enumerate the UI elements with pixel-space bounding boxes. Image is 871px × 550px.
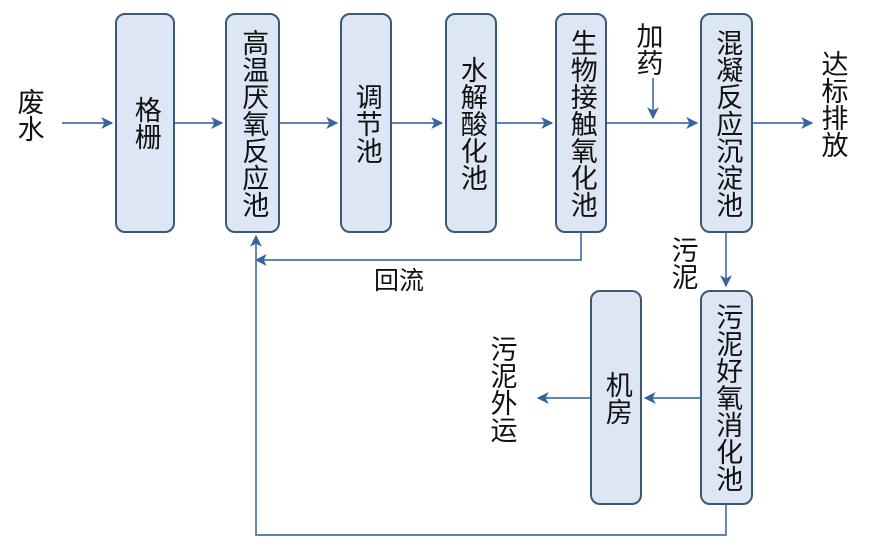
label-sludge: 污泥 — [667, 236, 698, 290]
connector-biocontact-return — [254, 233, 582, 266]
node-high-temp-anaerobic-reactor[interactable]: 高温厌氧反应池 — [225, 13, 280, 233]
node-machine-room-label: 机房 — [601, 370, 632, 425]
node-sludge-aerobic-digestion-tank-label: 污泥好氧消化池 — [712, 303, 743, 492]
connector-sludgedigest-return — [250, 234, 727, 536]
node-biological-contact-oxidation-tank[interactable]: 生物接触氧化池 — [555, 13, 607, 233]
label-effluent-discharge: 达标排放 — [817, 50, 848, 158]
label-influent: 废水 — [13, 88, 44, 142]
node-regulating-tank-label: 调节池 — [351, 82, 382, 164]
node-regulating-tank[interactable]: 调节池 — [340, 13, 392, 233]
label-dosing: 加药 — [632, 22, 663, 76]
node-hydrolysis-acidification-tank-label: 水解酸化池 — [456, 55, 487, 191]
node-coagulation-sedimentation-tank[interactable]: 混凝反应沉淀池 — [700, 13, 753, 233]
node-grille-label: 格栅 — [130, 96, 161, 150]
label-return-flow: 回流 — [374, 267, 425, 295]
node-high-temp-anaerobic-reactor-label: 高温厌氧反应池 — [238, 28, 269, 218]
node-grille[interactable]: 格栅 — [115, 13, 175, 233]
node-biological-contact-oxidation-tank-label: 生物接触氧化池 — [566, 28, 597, 218]
node-hydrolysis-acidification-tank[interactable]: 水解酸化池 — [445, 13, 497, 233]
node-coagulation-sedimentation-tank-label: 混凝反应沉淀池 — [712, 28, 743, 218]
node-sludge-aerobic-digestion-tank[interactable]: 污泥好氧消化池 — [700, 290, 753, 505]
label-sludge-transport-out: 污泥外运 — [486, 335, 517, 443]
node-machine-room[interactable]: 机房 — [590, 290, 642, 505]
